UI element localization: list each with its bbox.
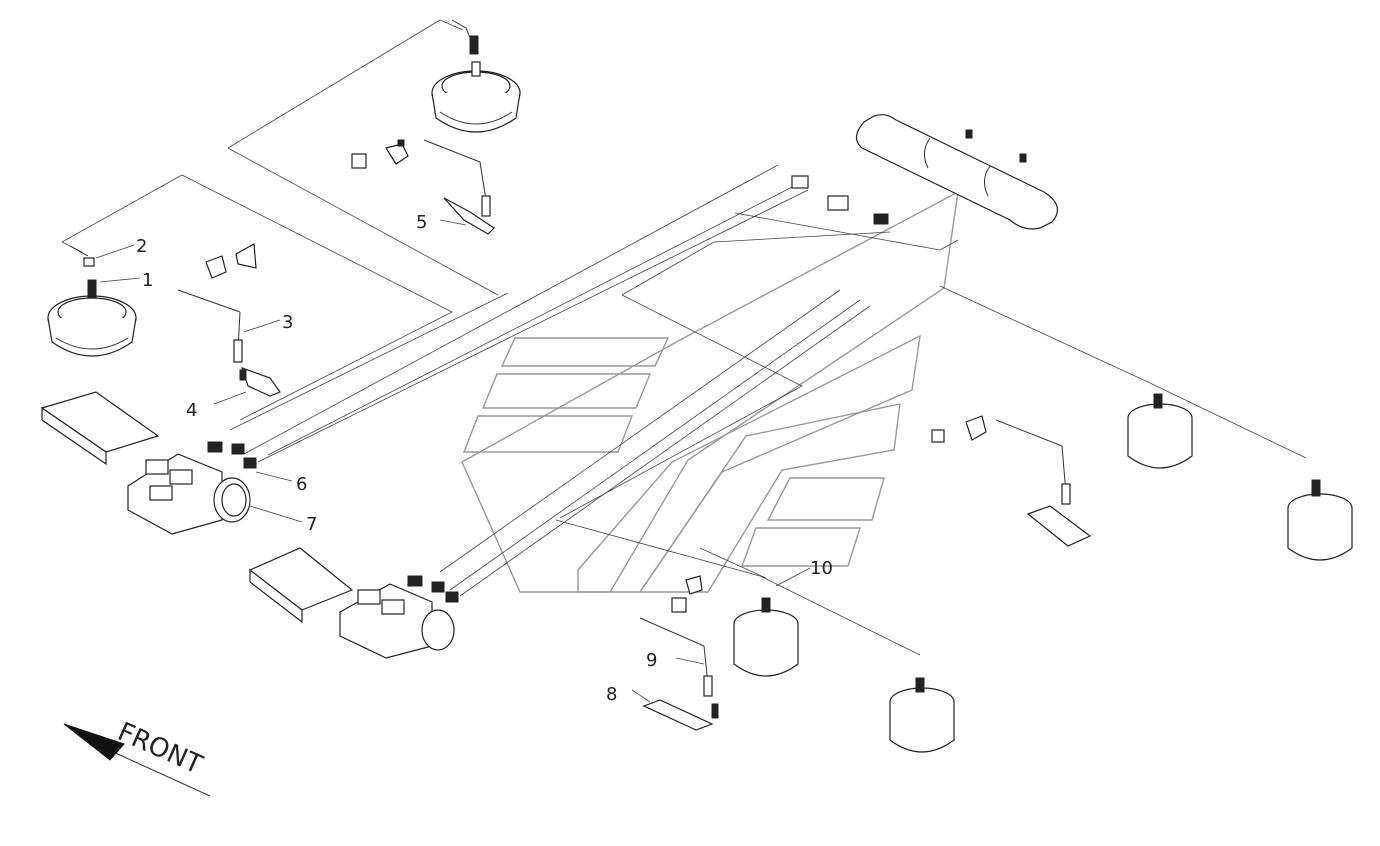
mounting-brackets xyxy=(40,391,1092,731)
callout-4: 4 xyxy=(186,400,197,421)
callout-labels: 1 2 3 4 5 6 7 8 9 10 xyxy=(136,212,833,705)
air-spring-right-1 xyxy=(1127,393,1193,469)
callout-1: 1 xyxy=(142,270,153,291)
callout-6: 6 xyxy=(296,474,307,495)
front-direction-indicator: FRONT xyxy=(63,717,211,797)
callout-9: 9 xyxy=(646,650,657,671)
leveling-valve-right xyxy=(931,415,1071,505)
callout-3: 3 xyxy=(282,312,293,333)
callout-10: 10 xyxy=(810,558,833,579)
air-spring-rear-1 xyxy=(733,597,799,677)
leader-lines xyxy=(95,219,811,703)
leveling-valve-top xyxy=(351,139,495,235)
valve-block-upper xyxy=(127,441,257,535)
air-spring-left xyxy=(47,245,137,357)
callout-8: 8 xyxy=(606,684,617,705)
watermark-logo xyxy=(461,190,959,593)
callout-5: 5 xyxy=(416,212,427,233)
air-spring-right-2 xyxy=(1287,479,1353,561)
air-spring-rear-2 xyxy=(889,677,955,753)
air-tank xyxy=(791,114,1059,230)
callout-7: 7 xyxy=(306,514,317,535)
air-spring-top xyxy=(431,19,521,133)
callout-2: 2 xyxy=(136,236,147,257)
leveling-valve-rear xyxy=(639,575,719,719)
front-label: FRONT xyxy=(113,717,206,781)
air-lines xyxy=(61,19,1307,656)
valve-block-lower xyxy=(339,575,459,659)
front-arrow-icon xyxy=(63,723,125,761)
leveling-valve-left xyxy=(177,243,281,397)
